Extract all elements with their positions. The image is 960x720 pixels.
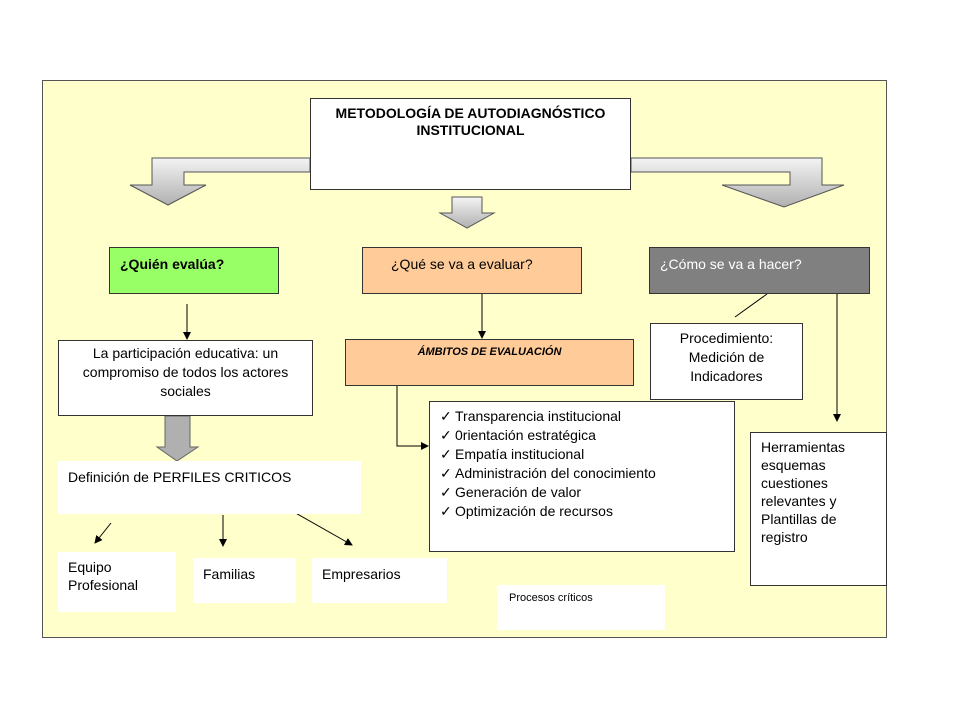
empresarios-text: Empresarios bbox=[322, 566, 401, 582]
familias-box: Familias bbox=[193, 558, 296, 603]
check-icon: ✓ bbox=[440, 465, 452, 481]
list-item: ✓Administración del conocimiento bbox=[440, 464, 734, 483]
participacion-box: La participación educativa: un compromis… bbox=[58, 340, 313, 416]
ambitos-header: ÁMBITOS DE EVALUACIÓN bbox=[345, 339, 634, 386]
list-item: ✓Generación de valor bbox=[440, 483, 734, 502]
bent-arrow-left bbox=[129, 157, 311, 206]
list-item-text: Administración del conocimiento bbox=[455, 465, 656, 481]
herramientas-text: Herramientas esquemas cuestiones relevan… bbox=[761, 439, 846, 545]
perfiles-box: Definición de PERFILES CRITICOS bbox=[58, 461, 361, 514]
list-item-text: Empatía institucional bbox=[455, 446, 585, 462]
check-icon: ✓ bbox=[440, 427, 452, 443]
list-item-text: 0rientación estratégica bbox=[455, 427, 596, 443]
empresarios-box: Empresarios bbox=[312, 558, 447, 603]
list-item-text: Optimización de recursos bbox=[455, 503, 613, 519]
procedimiento-box: Procedimiento: Medición de Indicadores bbox=[650, 323, 803, 400]
arrow-to-equipo bbox=[94, 522, 112, 544]
arrow-ambitos-to-lista bbox=[396, 386, 429, 450]
ambitos-list: ✓Transparencia institucional ✓0rientació… bbox=[440, 407, 734, 521]
ambitos-header-text: ÁMBITOS DE EVALUACIÓN bbox=[417, 346, 562, 358]
list-item-text: Transparencia institucional bbox=[455, 408, 622, 424]
title-text: METODOLOGÍA DE AUTODIAGNÓSTICO INSTITUCI… bbox=[335, 105, 606, 138]
question-who: ¿Quién evalúa? bbox=[109, 247, 279, 294]
herramientas-box: Herramientas esquemas cuestiones relevan… bbox=[750, 432, 887, 586]
familias-text: Familias bbox=[203, 566, 256, 582]
list-item: ✓0rientación estratégica bbox=[440, 426, 734, 445]
bent-arrow-right bbox=[630, 157, 845, 208]
participacion-text: La participación educativa: un compromis… bbox=[82, 345, 289, 399]
procesos-box: Procesos críticos bbox=[497, 585, 665, 630]
check-icon: ✓ bbox=[440, 503, 452, 519]
list-item-text: Generación de valor bbox=[455, 484, 582, 500]
procesos-text: Procesos críticos bbox=[509, 592, 593, 604]
equipo-box: Equipo Profesional bbox=[58, 552, 176, 612]
procedimiento-text: Procedimiento: Medición de Indicadores bbox=[679, 330, 774, 384]
perfiles-text: Definición de PERFILES CRITICOS bbox=[68, 469, 292, 485]
list-item: ✓Empatía institucional bbox=[440, 445, 734, 464]
question-how-text: ¿Cómo se va a hacer? bbox=[660, 256, 802, 272]
line-how-to-procedimiento bbox=[734, 293, 768, 318]
question-how: ¿Cómo se va a hacer? bbox=[649, 247, 870, 294]
question-who-text: ¿Quién evalúa? bbox=[120, 256, 225, 272]
methodology-title: METODOLOGÍA DE AUTODIAGNÓSTICO INSTITUCI… bbox=[310, 98, 631, 190]
question-what-text: ¿Qué se va a evaluar? bbox=[391, 256, 533, 272]
down-arrow-perfiles bbox=[155, 415, 200, 462]
list-item: ✓Optimización de recursos bbox=[440, 502, 734, 521]
center-arrow bbox=[438, 196, 496, 229]
check-icon: ✓ bbox=[440, 484, 452, 500]
question-what: ¿Qué se va a evaluar? bbox=[362, 247, 582, 294]
check-icon: ✓ bbox=[440, 408, 452, 424]
equipo-text: Equipo Profesional bbox=[68, 559, 139, 593]
list-item: ✓Transparencia institucional bbox=[440, 407, 734, 426]
check-icon: ✓ bbox=[440, 446, 452, 462]
ambitos-list-box: ✓Transparencia institucional ✓0rientació… bbox=[429, 401, 735, 552]
